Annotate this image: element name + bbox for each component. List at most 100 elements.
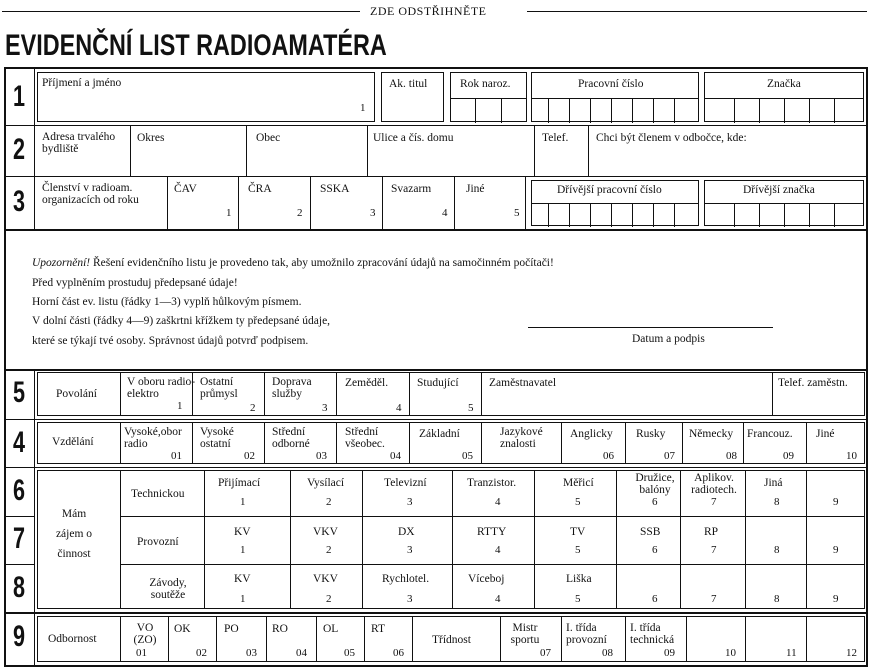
cell-line <box>167 176 168 229</box>
qualification-num: 06 <box>393 647 404 659</box>
cell-line <box>130 125 131 176</box>
notice-text: Řešení evidenčního listu je provedeno ta… <box>90 257 554 269</box>
org-label: SSKA <box>320 183 350 195</box>
cell-line <box>745 616 746 662</box>
number-column-line <box>34 67 35 229</box>
occupation-cell: Doprava služby <box>272 376 312 400</box>
cell-line <box>336 422 337 464</box>
education-cell: Německy <box>689 428 734 440</box>
prev-callsign-label: Dřívější značka <box>743 184 815 196</box>
cell-line <box>452 470 453 609</box>
cell-line <box>806 616 807 662</box>
class-num: 11 <box>786 647 797 659</box>
interest-cell: Družice, balóny <box>635 472 675 496</box>
callsign-ticks <box>704 98 864 123</box>
birth-ticks <box>450 98 527 123</box>
birth-field[interactable] <box>450 72 527 122</box>
row-number: 2 <box>12 133 26 166</box>
notice-line-5: které se týkají tvé osoby. Správnost úda… <box>32 335 309 347</box>
org-num: 3 <box>370 207 376 219</box>
qualification-num: 01 <box>136 647 147 659</box>
title-field[interactable] <box>381 72 444 122</box>
education-cell: Vysoké ostatní <box>200 426 234 450</box>
cell-line <box>266 616 267 662</box>
occupation-num: 1 <box>177 400 183 412</box>
work-number-field[interactable] <box>531 72 699 122</box>
interest-num: 5 <box>575 496 581 508</box>
education-cell: Střední odborné <box>272 426 310 450</box>
interest-cell: Přijímací <box>218 477 261 489</box>
interest-cell: Tranzistor. <box>467 477 517 489</box>
interest-num: 7 <box>711 593 717 605</box>
qualification-cell: PO <box>224 623 239 635</box>
interest-row-label: Závody, soutěže <box>149 577 187 601</box>
name-num: 1 <box>360 102 366 114</box>
interest-num: 1 <box>240 593 246 605</box>
notice-lead: Upozornění! <box>32 257 91 269</box>
cell-line <box>686 616 687 662</box>
cell-line <box>561 616 562 662</box>
cell-line <box>409 372 410 416</box>
education-cell: Jiné <box>816 428 835 440</box>
interest-num: 8 <box>774 496 780 508</box>
street-label: Ulice a čís. domu <box>373 132 454 144</box>
occupation-cell: Studující <box>417 377 459 389</box>
town-label: Obec <box>256 132 281 144</box>
interest-cell: Liška <box>566 573 592 585</box>
row-divider <box>4 516 34 517</box>
org-num: 2 <box>297 207 303 219</box>
prev-callsign-ticks <box>704 203 864 227</box>
education-label: Vzdělání <box>52 436 94 448</box>
education-cell: Rusky <box>636 428 666 440</box>
education-num: 06 <box>603 450 614 462</box>
branch-label: Chci být členem v odbočce, kde: <box>596 132 747 144</box>
interest-num: 3 <box>407 544 413 556</box>
employer-phone-label: Telef. zaměstn. <box>778 377 848 389</box>
cell-line <box>120 470 121 609</box>
org-num: 4 <box>442 207 448 219</box>
qualification-cell: OK <box>174 623 191 635</box>
signature-label: Datum a podpis <box>632 333 705 345</box>
interest-num: 4 <box>495 544 501 556</box>
interest-num: 1 <box>240 544 246 556</box>
row-divider <box>120 516 865 517</box>
cell-line <box>806 422 807 464</box>
class-num: 12 <box>846 647 857 659</box>
cell-line <box>481 422 482 464</box>
qualification-frame <box>37 616 865 662</box>
cell-line <box>238 176 239 229</box>
cell-line <box>204 470 205 609</box>
cell-line <box>264 372 265 416</box>
education-num: 07 <box>664 450 675 462</box>
row-number: 8 <box>12 571 26 604</box>
class-num: 09 <box>664 647 675 659</box>
cell-line <box>310 176 311 229</box>
education-cell: Základní <box>419 428 460 440</box>
work-ticks <box>531 98 699 123</box>
interest-num: 9 <box>833 496 839 508</box>
qualification-num: 04 <box>296 647 307 659</box>
interest-num: 8 <box>774 544 780 556</box>
cell-line <box>120 422 121 464</box>
education-num: 09 <box>783 450 794 462</box>
interest-num: 5 <box>575 593 581 605</box>
occupation-num: 2 <box>250 402 256 414</box>
row-number: 5 <box>12 376 26 409</box>
birth-label: Rok naroz. <box>460 78 511 90</box>
name-field[interactable] <box>37 72 375 122</box>
cell-line <box>454 176 455 229</box>
class-cell: Mistr sportu <box>510 622 540 646</box>
education-cell: Francouz. <box>747 428 793 440</box>
education-num: 04 <box>390 450 401 462</box>
cell-line <box>120 372 121 416</box>
qualification-cell: VO (ZO) <box>133 622 157 646</box>
cell-line <box>500 616 501 662</box>
org-label: Svazarm <box>391 183 432 195</box>
interest-cell: Aplikov. radiotech. <box>691 472 737 496</box>
class-label: Třídnost <box>432 634 471 646</box>
cell-line <box>367 125 368 176</box>
cell-line <box>680 470 681 609</box>
row-number: 9 <box>12 620 26 653</box>
interest-num: 6 <box>652 544 658 556</box>
row-divider <box>4 467 868 468</box>
